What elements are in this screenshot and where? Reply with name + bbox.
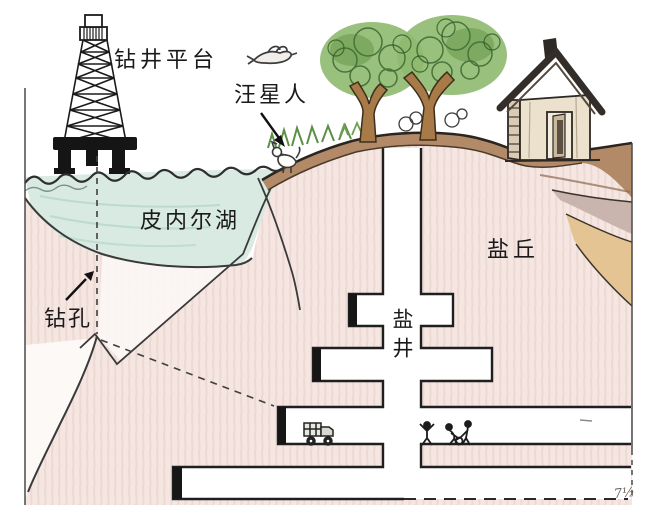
gallery-end-cap [278, 407, 286, 444]
mine-truck [303, 422, 334, 446]
house [496, 38, 606, 162]
label-alien-dog: 汪星人 [234, 83, 310, 108]
drilling-derrick [53, 14, 137, 174]
collapse-path-dashed-line [100, 339, 275, 407]
grass-tufts [267, 108, 468, 149]
mauve-stratum [552, 190, 632, 234]
tree-trunk [402, 70, 456, 141]
borehole-dashed-line [96, 156, 275, 407]
tree-trunk [348, 81, 389, 143]
dog-figure [270, 140, 301, 174]
mine-shaft [171, 148, 631, 501]
frame-border [24, 88, 633, 505]
lake-water [24, 169, 281, 269]
annotation-arrows [65, 112, 285, 301]
arrow-to-borehole [84, 271, 94, 281]
trees [320, 15, 507, 143]
artist-mark: 7½ [613, 484, 636, 503]
platform-deck [53, 137, 137, 150]
label-salt-dome: 盐丘 [487, 238, 540, 263]
miner-figures [419, 420, 472, 446]
gallery-end-cap [349, 294, 357, 326]
label-borehole: 钻孔 [44, 307, 93, 332]
bird-sketch [246, 45, 298, 65]
gallery-end-cap [313, 348, 321, 381]
label-salt-mine-shaft: 盐井 [390, 308, 414, 366]
arrow-to-dog [274, 135, 285, 147]
label-lake: 皮内尔湖 [140, 209, 241, 234]
label-drilling-platform: 钻井平台 [114, 48, 219, 73]
gallery-end-cap [173, 467, 182, 499]
water-surface-waves [24, 165, 284, 192]
roof [496, 46, 606, 116]
